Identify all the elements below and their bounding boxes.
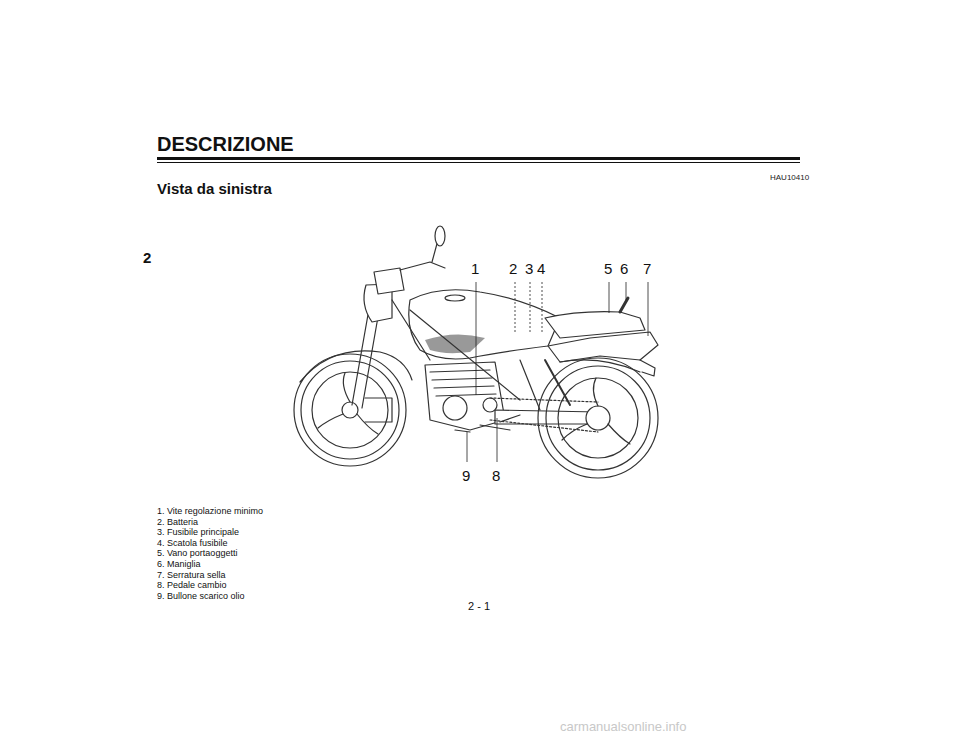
legend-item: 5. Vano portaoggetti (157, 548, 237, 558)
section-tab: 2 (143, 249, 151, 266)
header-rule (157, 157, 800, 160)
callout-number: 2 (509, 260, 517, 277)
leader-line (648, 282, 649, 336)
front-hub (342, 402, 358, 418)
callout-number: 5 (604, 260, 612, 277)
engine-fins (430, 370, 496, 396)
leader-line (530, 282, 531, 334)
legend-item: 2. Batteria (157, 517, 198, 527)
foot-controls (480, 415, 520, 430)
rear-shock (545, 360, 570, 405)
legend-item: 6. Maniglia (157, 559, 201, 569)
callout-number: 6 (620, 260, 628, 277)
front-fender (300, 351, 412, 382)
rear-hub (586, 406, 610, 430)
legend-item: 1. Vite regolazione minimo (157, 506, 263, 516)
front-rim (312, 372, 388, 448)
callout-number: 3 (525, 260, 533, 277)
leader-lines (467, 282, 648, 462)
fuel-tank (409, 290, 560, 359)
legend-item: 9. Bullone scarico olio (157, 591, 245, 601)
callout-number: 8 (492, 467, 500, 484)
callout-number: 9 (462, 467, 470, 484)
frame (392, 300, 540, 410)
tail-panel (548, 332, 658, 362)
section-heading: Vista da sinistra (157, 180, 272, 197)
callout-number: 1 (471, 260, 479, 277)
legend-item: 4. Scatola fusibile (157, 538, 228, 548)
engine (425, 362, 505, 430)
fuel-cap (445, 295, 465, 301)
leader-line (515, 282, 516, 332)
header-rule (157, 162, 800, 163)
front-spokes (318, 373, 378, 434)
page-title: DESCRIZIONE (157, 133, 294, 156)
engine-cover (443, 396, 467, 420)
leader-line (609, 282, 610, 313)
rear-spokes (562, 378, 630, 444)
front-brake (365, 398, 392, 422)
front-tire (301, 361, 399, 459)
rear-fender (560, 360, 640, 372)
reference-code: HAU10410 (770, 173, 809, 182)
callout-number: 7 (643, 260, 651, 277)
legend-item: 8. Pedale cambio (157, 580, 227, 590)
leader-line (467, 432, 468, 462)
leader-line (497, 418, 498, 462)
rear-rim (558, 378, 638, 458)
oil-drain (455, 430, 470, 432)
tail-light (640, 360, 655, 376)
callout-number: 4 (537, 260, 545, 277)
grab-handle (620, 298, 628, 312)
instrument (374, 268, 404, 294)
handlebar (400, 262, 445, 270)
rear-tire (538, 358, 658, 478)
legend-item: 3. Fusibile principale (157, 527, 239, 537)
leader-line (476, 282, 477, 395)
leader-line (626, 282, 627, 300)
leader-line (542, 282, 543, 334)
legend-item: 7. Serratura sella (157, 570, 226, 580)
watermark: carmanualsonline.info (560, 720, 686, 735)
mirror (435, 226, 445, 246)
page-number: 2 - 1 (468, 600, 490, 613)
rear-tire (546, 366, 650, 470)
